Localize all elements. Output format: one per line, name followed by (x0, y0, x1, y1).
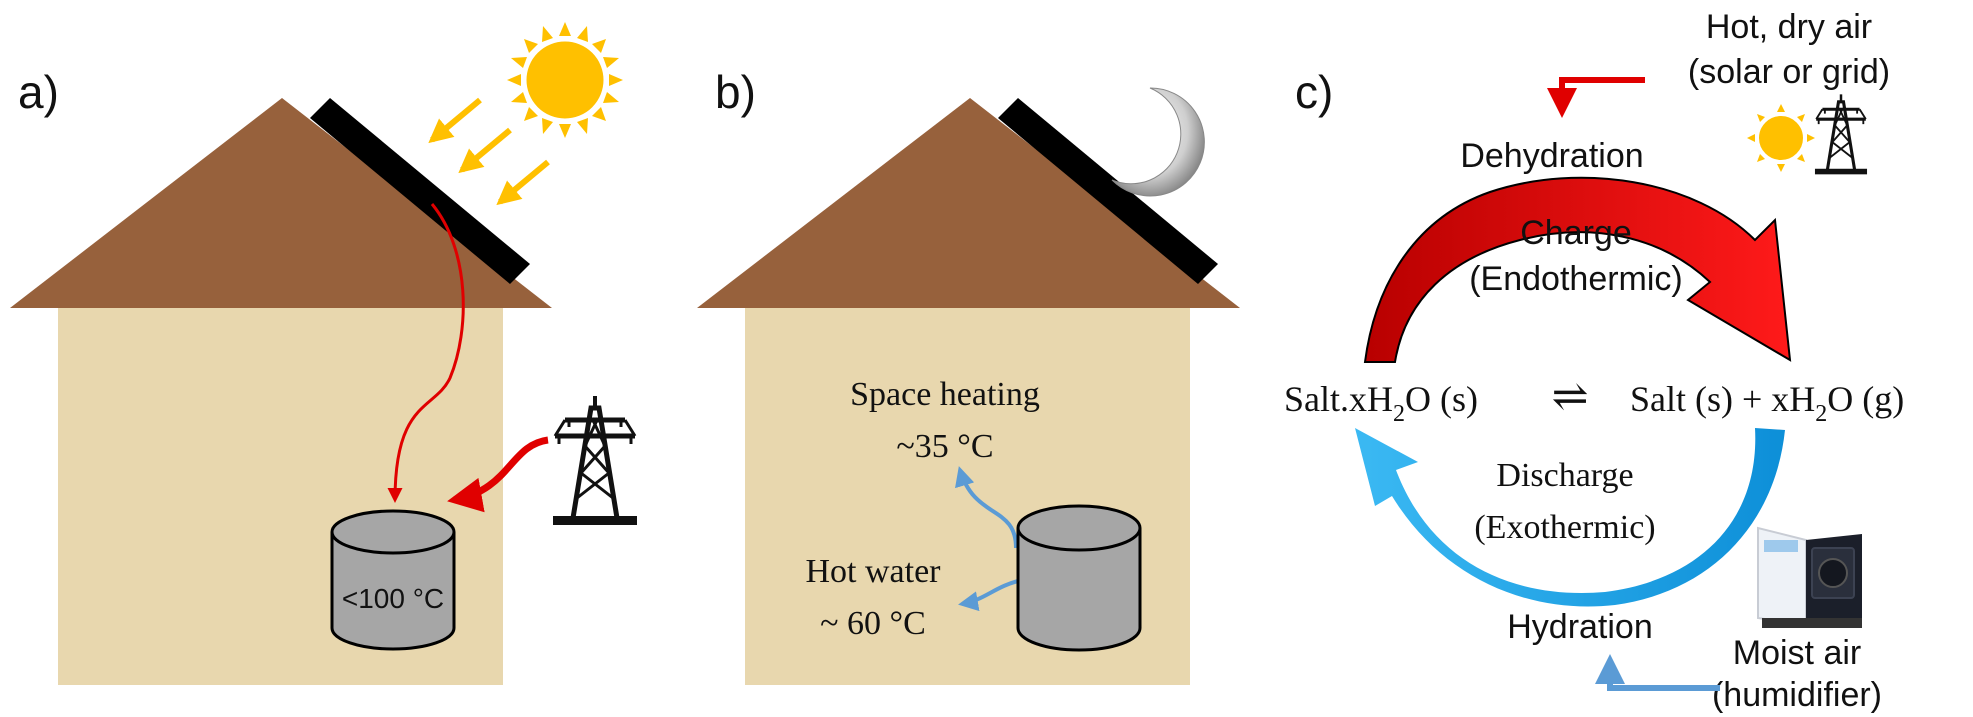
solar-panel-icon (310, 98, 530, 284)
solar-heat-flow-arrow (387, 203, 465, 503)
hot-dry-air-source-label: (solar or grid) (1688, 53, 1890, 91)
hot-water-label: Hot water (805, 553, 941, 590)
charge-label: Charge (1520, 214, 1632, 252)
tank-icon (330, 509, 456, 651)
sunlight-arrows (428, 97, 550, 206)
equation-products: Salt (s) + xH2O (g) (1630, 379, 1904, 427)
humidifier-icon (1757, 526, 1862, 628)
sun-icon (1747, 104, 1815, 172)
hot-water-temperature: ~ 60 °C (820, 605, 926, 642)
charge-endothermic-label: (Endothermic) (1469, 260, 1683, 298)
equilibrium-arrow: ⇌ (1552, 372, 1589, 421)
discharge-label: Discharge (1496, 457, 1633, 494)
grid-heat-flow-arrow (447, 436, 549, 513)
discharge-arrow (1355, 428, 1785, 607)
hot-water-flow-arrow (958, 578, 1023, 612)
panel-a: a) (10, 22, 637, 685)
humidifier-label: (humidifier) (1712, 676, 1882, 714)
hot-air-input-arrow (1547, 77, 1645, 118)
moist-air-label: Moist air (1733, 634, 1861, 672)
house-roof (697, 98, 1240, 308)
space-heating-flow-arrow (955, 466, 1018, 549)
panel-b-label: b) (715, 66, 756, 118)
tank-icon (1016, 504, 1142, 652)
power-pylon-icon (1813, 92, 1869, 176)
panel-b: b) Space heating ~35 °C Hot water ~ 60 °… (697, 66, 1240, 685)
hydration-label: Hydration (1507, 608, 1653, 646)
house-roof (10, 98, 552, 308)
moon-icon (1111, 87, 1205, 197)
hot-dry-air-label: Hot, dry air (1706, 8, 1872, 46)
dehydration-label: Dehydration (1460, 137, 1643, 175)
space-heating-label: Space heating (850, 376, 1040, 413)
panel-c: c) Hot, dry air (solar or grid) Dehydrat… (1284, 8, 1904, 714)
space-heating-temperature: ~35 °C (896, 428, 993, 465)
moist-air-input-arrow (1595, 654, 1720, 691)
power-pylon-icon (553, 396, 637, 525)
tank-temperature-label: <100 °C (342, 583, 444, 614)
panel-a-label: a) (18, 66, 59, 118)
panel-c-label: c) (1295, 66, 1333, 118)
equation-reactant: Salt.xH2O (s) (1284, 379, 1478, 427)
sun-icon (507, 22, 623, 138)
charge-arrow (1363, 176, 1792, 363)
solar-panel-icon (998, 98, 1218, 284)
discharge-exothermic-label: (Exothermic) (1474, 509, 1655, 546)
